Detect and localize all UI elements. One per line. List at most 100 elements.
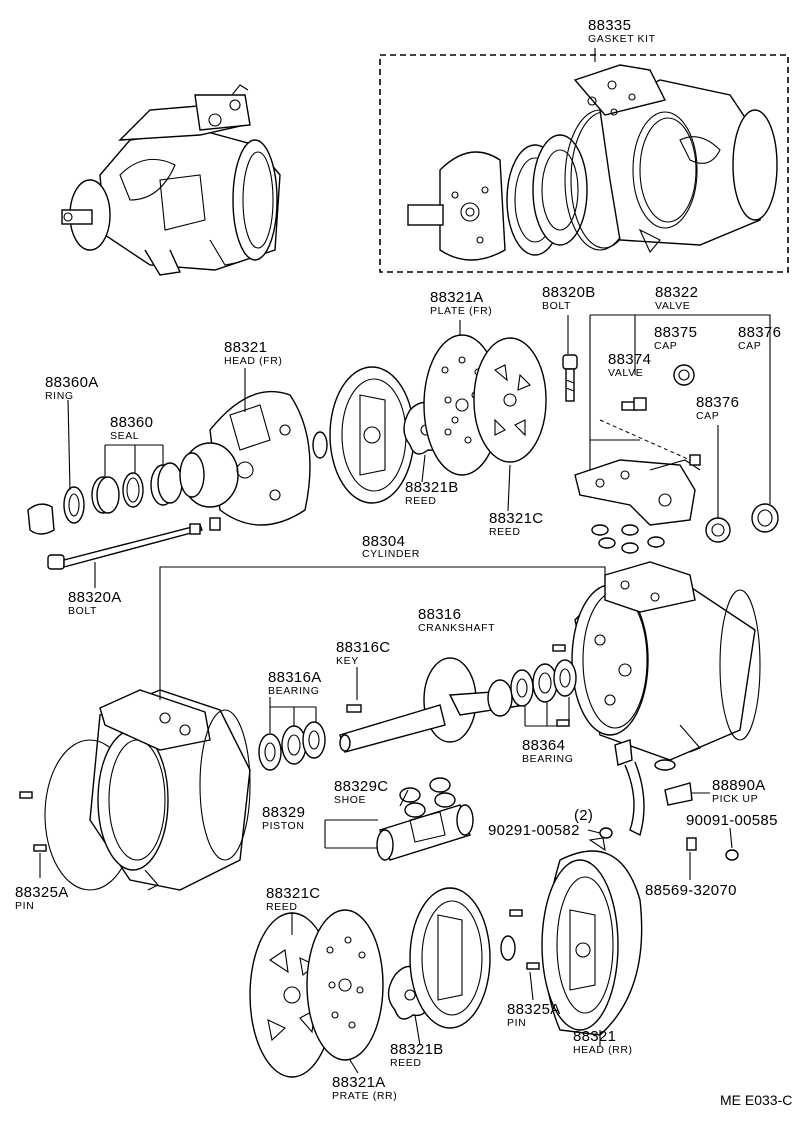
part-number: 88376 — [738, 324, 781, 341]
o-rings-small — [591, 524, 665, 554]
bearing-a-parts — [258, 721, 326, 771]
head-fr-part — [179, 390, 311, 526]
valve-small-part — [621, 397, 647, 411]
part-name: RING — [45, 390, 74, 402]
bolt-top-part — [562, 354, 578, 402]
leader-lines — [39, 315, 733, 1074]
part-number: 88376 — [696, 394, 739, 411]
part-number: 88321 — [224, 339, 267, 356]
part-name: PLATE (FR) — [430, 305, 492, 317]
part-name: BEARING — [522, 753, 573, 765]
ring-and-seals — [27, 462, 183, 535]
reference-code: ME E033-C — [720, 1092, 792, 1108]
part-number: 88364 — [522, 737, 565, 754]
part-number: 90291-00582 — [488, 822, 580, 839]
cap-1-part — [673, 364, 695, 386]
bolt-long-part — [47, 517, 221, 570]
part-number: 88320B — [542, 284, 596, 301]
part-number: 88316 — [418, 606, 461, 623]
part-number: 88321C — [489, 510, 543, 527]
cylinder-right — [571, 561, 761, 761]
part-name: HEAD (FR) — [224, 355, 282, 367]
part-number: 88321B — [390, 1041, 444, 1058]
part-name: REED — [266, 901, 298, 913]
part-name: REED — [489, 526, 521, 538]
valve-plate-fr — [329, 366, 415, 504]
part-number: 88304 — [362, 533, 405, 550]
part-number: 88321C — [266, 885, 320, 902]
part-number: 88329C — [334, 778, 388, 795]
part-number: 88320A — [68, 589, 122, 606]
gasket-kit-parts — [407, 64, 778, 261]
part-number: 88321B — [405, 479, 459, 496]
pickup-part — [614, 739, 693, 837]
piston-part — [376, 804, 474, 861]
part-name: HEAD (RR) — [573, 1044, 633, 1056]
part-name: GASKET KIT — [588, 33, 656, 45]
valve-plate-rr — [409, 887, 491, 1029]
part-number: 88374 — [608, 351, 651, 368]
pins-left — [19, 791, 47, 852]
plate-rr-part — [306, 909, 384, 1061]
part-number: 88890A — [712, 777, 766, 794]
part-name: PISTON — [262, 820, 305, 832]
part-number: 88321A — [332, 1074, 386, 1091]
callout-screw-582: 90291-00582(2) — [488, 807, 593, 839]
part-name: CRANKSHAFT — [418, 622, 495, 634]
part-number: 88329 — [262, 804, 305, 821]
shoe-parts — [399, 777, 456, 818]
gasket-ring-rr — [500, 935, 516, 961]
part-number: 88316C — [336, 639, 390, 656]
part-name: PICK UP — [712, 793, 758, 805]
part-number: 90091-00585 — [686, 812, 778, 829]
part-name: VALVE — [608, 367, 643, 379]
callout-clip: 88569-32070 — [645, 882, 736, 899]
valve-assembly — [574, 314, 771, 526]
part-number: 88322 — [655, 284, 698, 301]
cylinder-left — [44, 689, 251, 891]
part-name: CAP — [696, 410, 719, 422]
assembled-compressor — [61, 84, 281, 276]
part-number: 88316A — [268, 669, 322, 686]
head-rr-part — [541, 837, 643, 1036]
part-name: SEAL — [110, 430, 139, 442]
part-number: 88335 — [588, 17, 631, 34]
bearing-364-parts — [510, 644, 577, 727]
gasket-kit-box — [379, 48, 789, 273]
part-number: 88325A — [507, 1001, 561, 1018]
part-name: BOLT — [68, 605, 97, 617]
part-number: 88325A — [15, 884, 69, 901]
part-name: KEY — [336, 655, 359, 667]
part-name: CAP — [654, 340, 677, 352]
part-name: CAP — [738, 340, 761, 352]
part-name: VALVE — [655, 300, 690, 312]
reed-c-fr-part — [473, 337, 547, 463]
part-number: 88375 — [654, 324, 697, 341]
key-part — [346, 704, 362, 713]
part-name: SHOE — [334, 794, 366, 806]
part-name: BEARING — [268, 685, 319, 697]
